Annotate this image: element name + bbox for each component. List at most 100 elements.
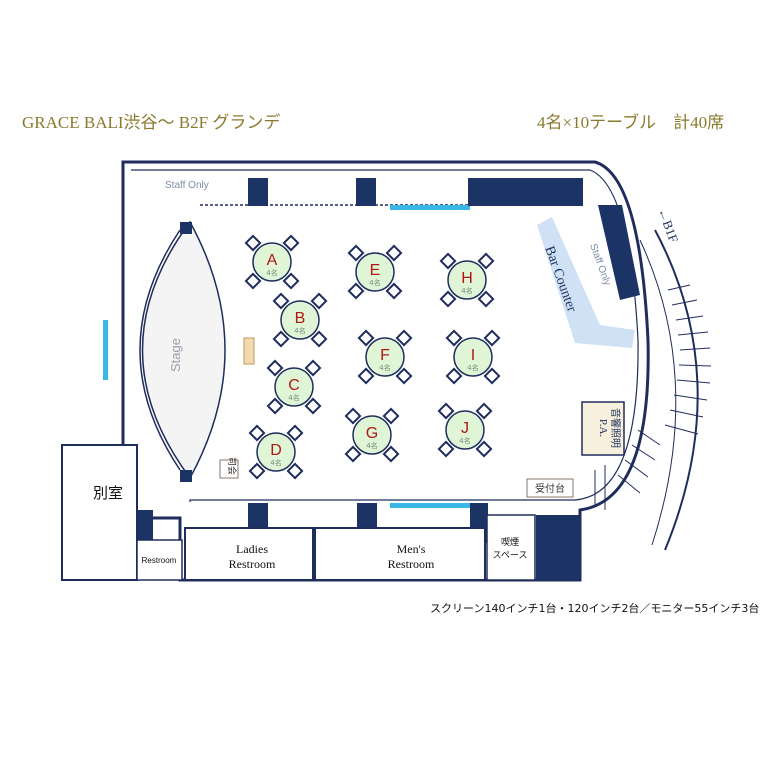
table-j: J4名 xyxy=(437,402,493,458)
pillar-large xyxy=(536,515,580,580)
chair xyxy=(475,402,493,420)
chair xyxy=(439,290,457,308)
chair xyxy=(286,462,304,480)
stairs-inner xyxy=(639,239,677,546)
chair xyxy=(304,397,322,415)
table-letter: D xyxy=(270,442,282,459)
bar-counter xyxy=(537,217,635,348)
chair xyxy=(344,445,362,463)
lectern xyxy=(243,337,255,365)
chair xyxy=(439,252,457,270)
table-letter: A xyxy=(267,252,278,269)
chair xyxy=(437,440,455,458)
table-letter: B xyxy=(295,310,306,327)
table-top xyxy=(352,415,392,455)
chair xyxy=(347,282,365,300)
smoking-area xyxy=(486,514,536,581)
pillar-wide xyxy=(468,178,583,206)
mens-label-2: Restroom xyxy=(388,557,435,571)
table-letter: F xyxy=(380,347,390,364)
screen-top xyxy=(390,205,470,210)
table-top xyxy=(280,300,320,340)
pa-label: P.A. xyxy=(597,419,609,438)
table-top xyxy=(274,367,314,407)
table-seats: 4名 xyxy=(467,363,478,372)
inner-wall xyxy=(131,169,639,502)
chair xyxy=(272,292,290,310)
stage-pillar xyxy=(180,470,192,482)
chair xyxy=(385,282,403,300)
ladies-label-1: Ladies xyxy=(236,542,268,556)
chair xyxy=(282,272,300,290)
chair xyxy=(272,330,290,348)
stair-steps xyxy=(594,284,712,510)
stage-screen xyxy=(103,320,108,380)
table-b: B4名 xyxy=(272,292,328,348)
table-seats: 4名 xyxy=(288,393,299,402)
table-top xyxy=(252,242,292,282)
table-c: C4名 xyxy=(266,359,322,415)
equipment-note: スクリーン140インチ1台・120インチ2台／モニター55インチ3台 xyxy=(430,602,760,615)
ladies-restroom xyxy=(184,527,314,581)
chair xyxy=(483,329,501,347)
table-top xyxy=(256,432,296,472)
chair xyxy=(310,330,328,348)
screen-bottom xyxy=(390,503,475,508)
pillar xyxy=(135,510,153,542)
chair xyxy=(248,424,266,442)
chair xyxy=(445,329,463,347)
table-a: A4名 xyxy=(244,234,300,290)
table-top xyxy=(447,260,487,300)
mens-label-1: Men's xyxy=(397,542,426,556)
outer-wall xyxy=(121,160,650,582)
table-top xyxy=(445,410,485,450)
table-seats: 4名 xyxy=(379,363,390,372)
capacity-label: 4名×10テーブル 計40席 xyxy=(537,113,725,132)
table-letter: G xyxy=(366,425,378,442)
private-room-label: 別室 xyxy=(93,484,123,502)
chair xyxy=(266,359,284,377)
pa-booth xyxy=(581,401,625,456)
table-seats: 4名 xyxy=(294,326,305,335)
stairs-outer xyxy=(654,229,699,551)
chair xyxy=(477,290,495,308)
pillar xyxy=(248,503,268,531)
pillar xyxy=(248,178,268,206)
table-seats: 4名 xyxy=(461,286,472,295)
table-letter: J xyxy=(461,420,469,437)
reception-label: 受付台 xyxy=(535,482,565,495)
floor-title: GRACE BALI渋谷～ B2F グランデ xyxy=(22,113,281,132)
chair xyxy=(344,407,362,425)
chair xyxy=(347,244,365,262)
table-letter: H xyxy=(461,270,473,287)
table-e: E4名 xyxy=(347,244,403,300)
chair xyxy=(395,367,413,385)
smoking-label-1: 喫煙 xyxy=(501,536,519,548)
chair xyxy=(437,402,455,420)
chair xyxy=(310,292,328,310)
chair xyxy=(286,424,304,442)
right-pillar xyxy=(598,205,640,300)
table-top xyxy=(453,337,493,377)
chair xyxy=(385,244,403,262)
table-seats: 4名 xyxy=(459,436,470,445)
chair xyxy=(445,367,463,385)
restroom-label: Restroom xyxy=(142,556,177,565)
chair xyxy=(282,234,300,252)
mens-restroom xyxy=(314,527,486,581)
chair xyxy=(248,462,266,480)
table-d: D4名 xyxy=(248,424,304,480)
table-seats: 4名 xyxy=(266,268,277,277)
table-g: G4名 xyxy=(344,407,400,463)
chair xyxy=(382,407,400,425)
pillar xyxy=(357,503,377,531)
chair xyxy=(244,234,262,252)
chair xyxy=(357,367,375,385)
table-i: I4名 xyxy=(445,329,501,385)
mc-stand xyxy=(219,459,239,479)
stage-pillar xyxy=(180,222,192,234)
table-seats: 4名 xyxy=(369,278,380,287)
chair xyxy=(483,367,501,385)
